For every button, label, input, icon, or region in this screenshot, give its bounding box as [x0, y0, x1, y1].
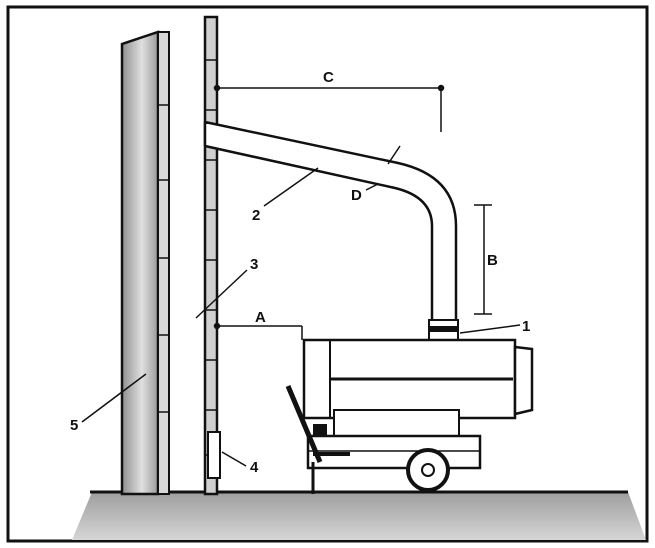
dimension-c: [213, 84, 445, 132]
label-a: A: [255, 309, 266, 326]
label-c: C: [323, 69, 334, 86]
label-d: D: [351, 187, 362, 204]
label-1: 1: [522, 318, 530, 335]
wall-plate: [207, 431, 221, 479]
label-2: 2: [252, 207, 260, 224]
flue-duct: [203, 120, 458, 324]
leader-lines: [81, 145, 521, 467]
floor: [72, 492, 646, 540]
diagram-border: [6, 5, 649, 543]
label-3: 3: [250, 256, 258, 273]
dimension-b: [474, 204, 492, 315]
label-b: B: [487, 252, 498, 269]
heater: [285, 338, 534, 494]
wheel: [406, 448, 450, 492]
dimension-a: [213, 322, 303, 340]
outer-wall: [120, 30, 170, 496]
label-5: 5: [70, 417, 78, 434]
label-4: 4: [250, 459, 259, 476]
